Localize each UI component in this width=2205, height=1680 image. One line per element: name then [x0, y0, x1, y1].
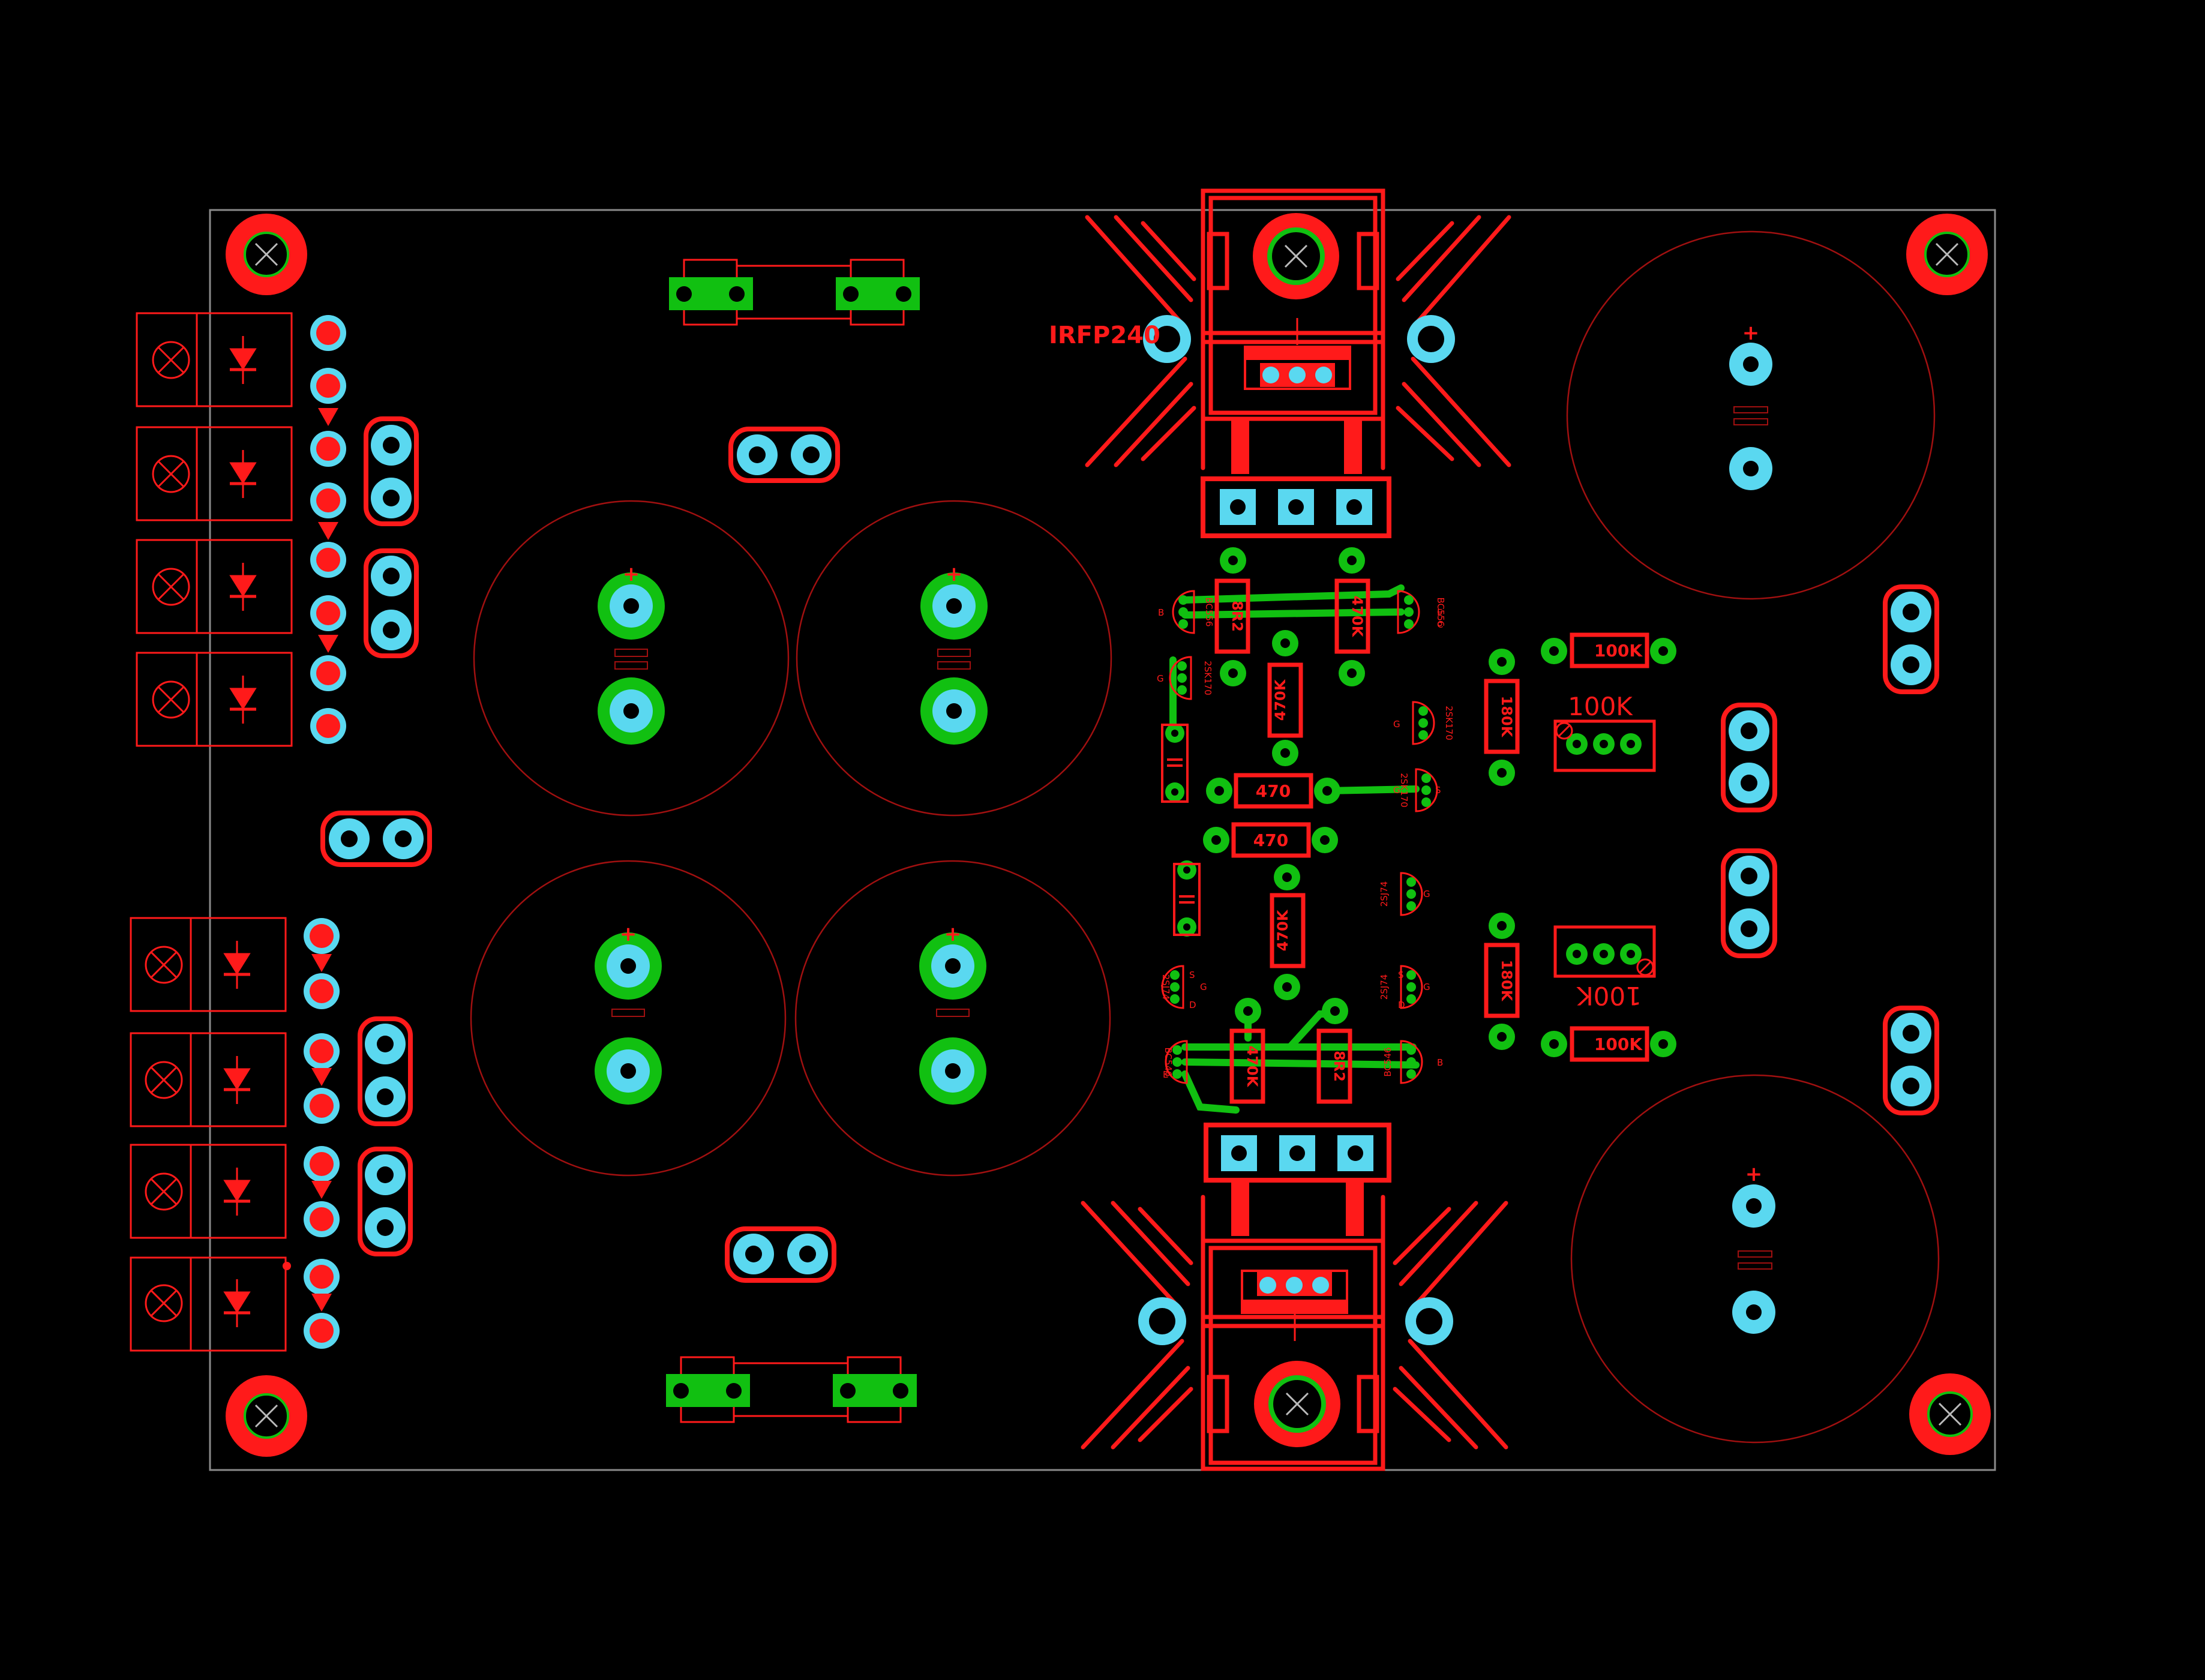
- transistor-label: 2SJ74: [1160, 974, 1171, 1000]
- pin-label: S: [1398, 970, 1404, 980]
- fuse-holders: [666, 259, 920, 1423]
- pin-label: G: [1157, 673, 1164, 684]
- pin-label: G: [1393, 785, 1400, 796]
- bottom-traces: [1169, 584, 1420, 1114]
- trimmer-pots: 100K 100K: [1553, 692, 1656, 1010]
- pin-label: E: [1163, 1069, 1168, 1080]
- rectifier-group-top: [136, 312, 293, 747]
- resistor-label-8r2: 8R2: [1229, 601, 1246, 632]
- mounting-holes: [226, 214, 1991, 1457]
- mosfet-label: IRFP240: [1049, 322, 1160, 349]
- small-transistors: [1161, 590, 1438, 1084]
- transistor-label: BC546: [1163, 1047, 1174, 1076]
- pin-label: G: [1393, 719, 1400, 730]
- mosfet-top: IRFP240: [1049, 213, 1455, 538]
- transistor-label: BC556: [1204, 597, 1214, 626]
- pin-label: S: [1435, 785, 1441, 796]
- pot-label-top: 100K: [1568, 692, 1633, 721]
- cap-plus-mark: +: [946, 562, 963, 586]
- rectifier-group-bottom: [130, 917, 287, 1352]
- driver-pad-holes: [1171, 556, 1668, 1049]
- heatsink-bottom: [1081, 1195, 1508, 1471]
- connectors-2pin: [320, 416, 1939, 1283]
- cap-plus-mark: +: [944, 922, 962, 946]
- resistor-label-180k: 180K: [1498, 696, 1515, 738]
- filter-capacitors: + + + +: [470, 500, 1112, 1177]
- resistor-label-100k: 100K: [1594, 1034, 1643, 1054]
- transistor-label: 2SK170: [1399, 773, 1409, 808]
- pot-label-bottom: 100K: [1576, 981, 1642, 1010]
- transistor-labels: BC556 BC556 2SK170 2SK170 2SK170 2SJ74 2…: [1157, 597, 1454, 1080]
- transistor-label: 2SJ74: [1379, 881, 1390, 907]
- pin-label: G: [1423, 982, 1430, 992]
- board-outline: [209, 209, 1996, 1471]
- rectifier-pads-top: [310, 315, 346, 744]
- transistor-label: 2SK170: [1444, 706, 1454, 740]
- resistor-label-8r2: 8R2: [1331, 1051, 1348, 1082]
- mosfet-bottom: [1138, 1123, 1453, 1447]
- small-capacitors: [1161, 724, 1201, 936]
- rectifier-pads-bottom: [283, 918, 340, 1349]
- cap-plus-mark: +: [623, 562, 640, 586]
- transistor-label: BC556: [1435, 597, 1446, 626]
- resistor-label-470: 470: [1256, 781, 1291, 801]
- resistor-label-470k: 470K: [1244, 1046, 1261, 1088]
- transistor-pins: [1170, 595, 1431, 1079]
- output-capacitors: + +: [1566, 230, 1940, 1444]
- resistor-labels: 8R2 470K 470K 470 470 470K 470K 8R2 180K…: [1229, 596, 1643, 1088]
- transistor-label: 2SJ74: [1379, 974, 1390, 1000]
- cap-plus-mark: +: [620, 922, 637, 946]
- cap-plus-mark: +: [1745, 1162, 1763, 1186]
- transistor-label: 2SK170: [1202, 661, 1213, 695]
- pin-label: G: [1200, 982, 1207, 992]
- transistor-label: BC546: [1382, 1047, 1393, 1076]
- pin-label: B: [1158, 607, 1164, 618]
- pin-label: S: [1189, 970, 1195, 980]
- pin-label: D: [1189, 1000, 1196, 1010]
- resistors: [1214, 578, 1649, 1104]
- pin-label: E: [1437, 607, 1442, 618]
- resistor-label-470k: 470K: [1349, 596, 1366, 638]
- cap-plus-mark: +: [1742, 321, 1760, 345]
- resistor-label-100k: 100K: [1594, 641, 1643, 661]
- resistor-label-470k: 470K: [1274, 909, 1291, 951]
- resistor-label-470k: 470K: [1272, 679, 1289, 721]
- pin-label: C: [1437, 619, 1443, 630]
- resistor-label-180k: 180K: [1498, 960, 1515, 1002]
- pin-label: D: [1398, 1000, 1405, 1010]
- resistor-label-470: 470: [1253, 830, 1288, 850]
- heatsink-top: [1085, 188, 1511, 470]
- pin-label: B: [1437, 1057, 1443, 1068]
- pin-label: G: [1423, 889, 1430, 899]
